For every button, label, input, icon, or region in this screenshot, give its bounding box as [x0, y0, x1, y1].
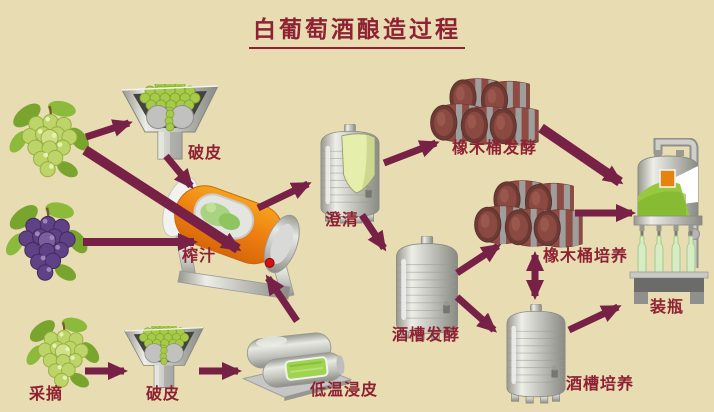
- flow-arrow: [567, 303, 622, 334]
- flow-arrow: [538, 123, 624, 187]
- label-crusher-top: 破皮: [188, 145, 223, 162]
- label-clarification: 澄清: [325, 212, 360, 229]
- purple-grapes-icon: [4, 198, 92, 286]
- label-crusher-bottom: 破皮: [146, 386, 181, 403]
- label-harvest: 采摘: [29, 386, 64, 403]
- label-oak-barrel-fermentation: 橡木桶发酵: [452, 140, 538, 157]
- tank-icon: [506, 304, 566, 404]
- green-grapes-icon: [22, 314, 104, 392]
- tank-cutaway-icon: [314, 124, 386, 224]
- tank-icon: [395, 236, 459, 341]
- bottling-machine-icon: [628, 138, 714, 310]
- oak-barrels-icon: [472, 180, 584, 250]
- label-cold-maceration: 低温浸皮: [310, 382, 379, 399]
- label-press: 榨汁: [182, 248, 217, 265]
- label-oak-barrel-aging: 橡木桶培养: [543, 248, 629, 265]
- label-tank-aging: 酒槽培养: [566, 376, 635, 393]
- press-icon: [158, 175, 308, 300]
- green-grapes-icon: [8, 97, 93, 182]
- oak-barrels-icon: [428, 78, 540, 148]
- label-tank-fermentation: 酒槽发酵: [392, 327, 461, 344]
- page-title: 白葡萄酒酿造过程: [249, 10, 465, 49]
- label-bottling: 装瓶: [650, 299, 685, 316]
- crusher-icon: [124, 326, 204, 389]
